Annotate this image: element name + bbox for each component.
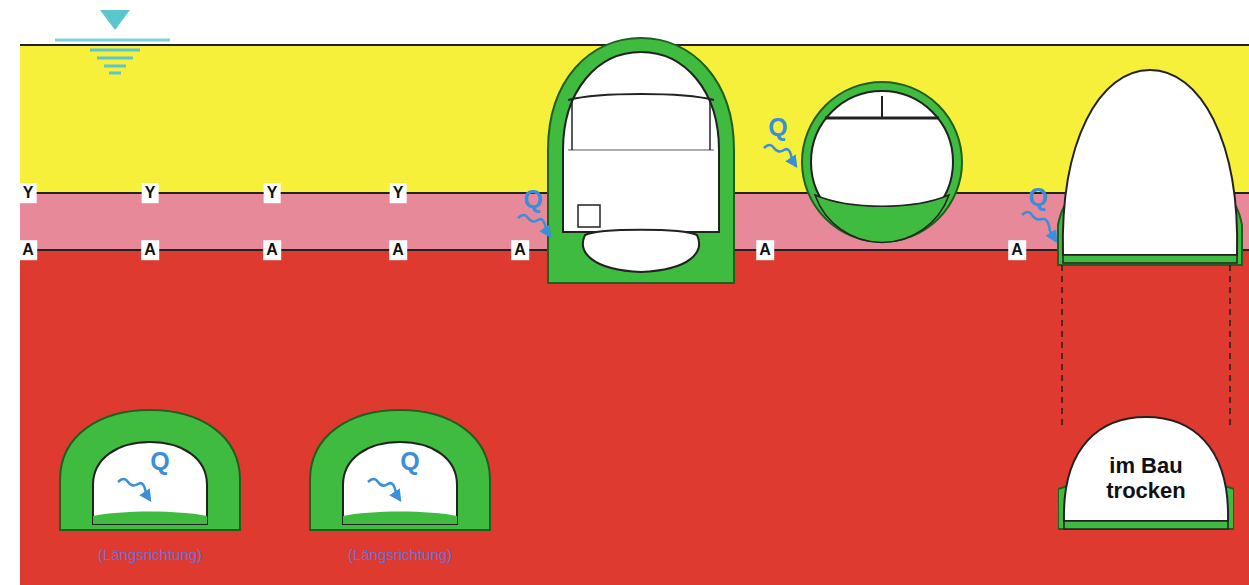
flow-label: Q	[150, 448, 169, 476]
seepage-arrow	[118, 145, 1056, 500]
dome-tunnel	[1058, 70, 1242, 425]
circular-tunnel	[802, 82, 962, 243]
layer-marker: A	[1008, 240, 1026, 260]
flow-label: Q	[523, 186, 542, 214]
direction-note: (Längsrichtung)	[348, 547, 452, 564]
layer-marker: A	[141, 240, 159, 260]
layer-marker: Y	[264, 183, 281, 203]
direction-note: (Längsrichtung)	[98, 547, 202, 564]
layer-marker: A	[511, 240, 529, 260]
invert-strip	[1064, 521, 1228, 529]
node-text: im Bau trocken	[1091, 453, 1201, 504]
layer-marker: Y	[142, 183, 159, 203]
dome-shape	[1064, 417, 1228, 521]
layer-marker: A	[389, 240, 407, 260]
water-table-symbol	[55, 10, 170, 73]
red-layer	[20, 250, 1249, 585]
horseshoe-tunnel	[548, 38, 734, 283]
dome-tunnel-section: im Bau trocken	[1058, 415, 1234, 533]
layer-marker: A	[19, 240, 37, 260]
flow-label: Q	[400, 448, 419, 476]
flow-label: Q	[1028, 184, 1047, 212]
layer-marker: A	[263, 240, 281, 260]
flow-label: Q	[768, 114, 787, 142]
layer-marker: Y	[390, 183, 407, 203]
horseshoe-tunnel-longitudinal	[60, 410, 490, 530]
layer-marker: A	[756, 240, 774, 260]
layer-marker: Y	[20, 183, 37, 203]
